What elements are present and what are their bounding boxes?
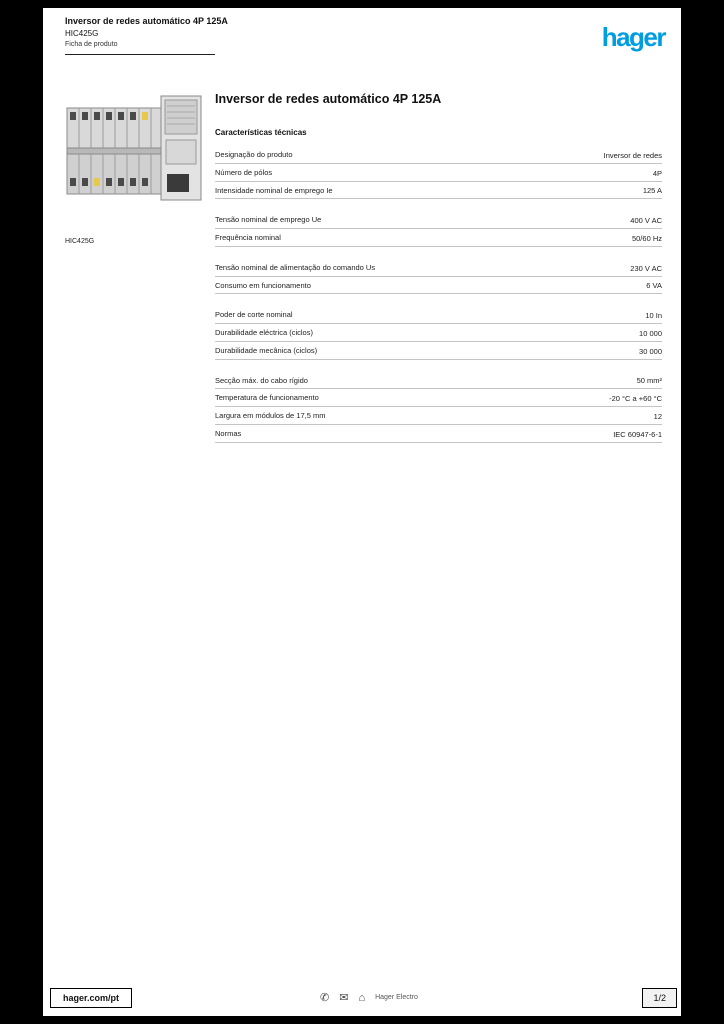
- spec-label: Largura em módulos de 17,5 mm: [215, 411, 326, 420]
- spec-row: Largura em módulos de 17,5 mm 12: [215, 407, 662, 425]
- spec-value: 125 A: [642, 186, 662, 196]
- spec-row: Intensidade nominal de emprego Ie 125 A: [215, 182, 662, 200]
- footer-note: Hager Electro: [375, 994, 418, 1001]
- spec-value: 50 mm²: [636, 376, 662, 386]
- product-image-caption: HIC425G: [65, 238, 95, 245]
- spec-group: Designação do produto Inversor de redes …: [215, 146, 662, 200]
- spec-row: Designação do produto Inversor de redes: [215, 146, 662, 164]
- spec-value: -20 °C a +60 °C: [609, 394, 662, 403]
- header-divider: [65, 54, 215, 55]
- home-icon: ⌂: [358, 991, 366, 1004]
- spec-row: Número de pólos 4P: [215, 164, 662, 182]
- spec-row: Frequência nominal 50/60 Hz: [215, 229, 662, 247]
- phone-icon: ✆: [320, 992, 330, 1004]
- mail-icon: ✉: [339, 992, 349, 1004]
- spec-group: Tensão nominal de emprego Ue 400 V AC Fr…: [215, 211, 662, 247]
- spec-label: Frequência nominal: [215, 233, 281, 242]
- product-reference: HIC425G: [65, 29, 99, 39]
- spec-row: Durabilidade eléctrica (ciclos) 10 000: [215, 324, 662, 342]
- spec-row: Tensão nominal de alimentação do comando…: [215, 259, 662, 277]
- spec-label: Durabilidade eléctrica (ciclos): [215, 328, 313, 337]
- spec-value: 50/60 Hz: [631, 233, 662, 243]
- spec-value: 400 V AC: [630, 216, 662, 225]
- spec-table: Designação do produto Inversor de redes …: [215, 146, 662, 455]
- spec-value: 10 In: [645, 311, 662, 320]
- spec-value: 30 000: [639, 346, 662, 356]
- spec-value: 230 V AC: [630, 263, 662, 273]
- spec-label: Tensão nominal de emprego Ue: [215, 215, 322, 225]
- spec-row: Secção máx. do cabo rígido 50 mm²: [215, 372, 662, 390]
- spec-label: Durabilidade mecânica (ciclos): [215, 345, 318, 355]
- spec-row: Normas IEC 60947-6-1: [215, 425, 662, 443]
- document-type: Ficha de produto: [65, 41, 118, 49]
- footer-contact-block: ✆ ✉ ⌂ Hager Electro: [320, 991, 418, 1005]
- page-number-badge: 1/2: [642, 988, 677, 1008]
- spec-group: Tensão nominal de alimentação do comando…: [215, 259, 662, 295]
- hager-logo: hager: [601, 22, 667, 52]
- spec-row: Consumo em funcionamento 6 VA: [215, 277, 662, 295]
- footer-website: hager.com/pt: [50, 988, 133, 1008]
- spec-label: Tensão nominal de alimentação do comando…: [215, 262, 376, 272]
- spec-value: IEC 60947-6-1: [613, 429, 662, 439]
- spec-row: Tensão nominal de emprego Ue 400 V AC: [215, 211, 662, 229]
- spec-label: Temperatura de funcionamento: [215, 393, 319, 403]
- spec-label: Intensidade nominal de emprego Ie: [215, 185, 333, 195]
- spec-group: Secção máx. do cabo rígido 50 mm² Temper…: [215, 372, 662, 443]
- spec-row: Temperatura de funcionamento -20 °C a +6…: [215, 389, 662, 407]
- spec-value: Inversor de redes: [603, 150, 662, 160]
- spec-label: Poder de corte nominal: [215, 310, 293, 320]
- spec-group: Poder de corte nominal 10 In Durabilidad…: [215, 306, 662, 360]
- document-page: Inversor de redes automático 4P 125A HIC…: [43, 8, 681, 1016]
- product-family: Inversor de redes automático 4P 125A: [65, 16, 228, 26]
- header-block: Inversor de redes automático 4P 125A HIC…: [65, 16, 228, 50]
- spec-label: Consumo em funcionamento: [215, 280, 311, 290]
- spec-value: 4P: [652, 168, 662, 178]
- product-image: [65, 94, 205, 206]
- spec-row: Poder de corte nominal 10 In: [215, 306, 662, 324]
- section-heading: Características técnicas: [215, 128, 307, 137]
- spec-label: Secção máx. do cabo rígido: [215, 375, 308, 385]
- spec-label: Designação do produto: [215, 150, 293, 159]
- spec-value: 10 000: [639, 328, 662, 338]
- spec-label: Normas: [215, 428, 242, 438]
- spec-label: Número de pólos: [215, 167, 273, 177]
- spec-row: Durabilidade mecânica (ciclos) 30 000: [215, 342, 662, 360]
- spec-value: 12: [653, 411, 662, 421]
- page-title: Inversor de redes automático 4P 125A: [215, 92, 442, 106]
- spec-value: 6 VA: [646, 281, 662, 291]
